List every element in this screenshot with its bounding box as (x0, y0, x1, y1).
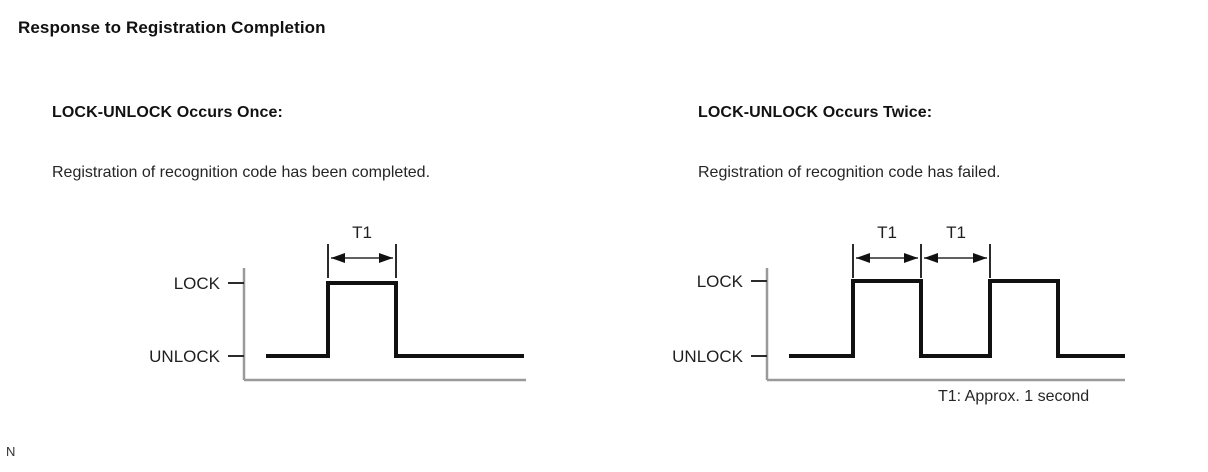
arrowhead-left-icon (924, 253, 938, 263)
arrowhead-right-icon (379, 253, 393, 263)
section-description-twice: Registration of recognition code has fai… (698, 164, 1001, 181)
waveform-trace-twice (789, 279, 1125, 358)
section-heading-once: LOCK-UNLOCK Occurs Once: (52, 104, 283, 121)
section-lock-unlock-once: LOCK-UNLOCK Occurs Once: Registration of… (52, 104, 540, 396)
arrowhead-right-icon (973, 253, 987, 263)
page-title: Response to Registration Completion (18, 18, 326, 37)
dimension-label-t1-second: T1 (946, 223, 966, 242)
arrowhead-right-icon (904, 253, 918, 263)
timing-diagram-twice: T1 T1 LOCK UNLOCK (646, 206, 1146, 396)
page-marker: N (6, 444, 16, 459)
section-heading-twice: LOCK-UNLOCK Occurs Twice: (698, 104, 933, 121)
waveform-svg-once: T1 LOCK UNLOCK (149, 223, 526, 382)
dimension-t1-once: T1 (327, 223, 397, 278)
dimension-label-t1: T1 (352, 223, 372, 242)
axis-label-unlock: UNLOCK (149, 347, 221, 366)
dimension-label-t1-first: T1 (877, 223, 897, 242)
section-description-once: Registration of recognition code has bee… (52, 164, 431, 181)
axis-label-lock: LOCK (174, 274, 221, 293)
arrowhead-left-icon (856, 253, 870, 263)
waveform-trace-once (266, 281, 524, 358)
axis-label-lock: LOCK (697, 272, 744, 291)
arrowhead-left-icon (331, 253, 345, 263)
waveform-svg-twice: T1 T1 LOCK UNLOCK (672, 223, 1125, 382)
axis-label-unlock: UNLOCK (672, 347, 744, 366)
dimension-t1-second: T1 (924, 223, 991, 278)
note-t1-definition: T1: Approx. 1 second (938, 388, 1090, 405)
timing-diagram-once: T1 LOCK UNLOCK (100, 206, 540, 396)
section-lock-unlock-twice: LOCK-UNLOCK Occurs Twice: Registration o… (646, 0, 1208, 472)
dimension-t1-first: T1 (852, 223, 922, 278)
